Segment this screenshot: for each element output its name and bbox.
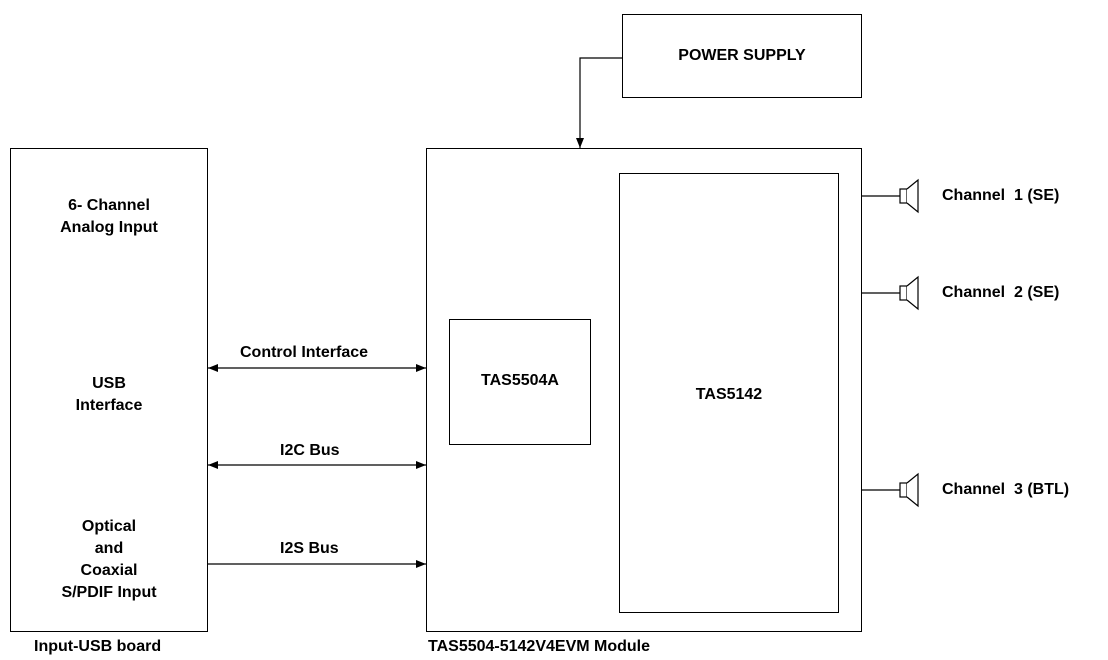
speaker-3-icon xyxy=(862,472,919,508)
usb-interface-block: USB Interface xyxy=(75,375,143,414)
evm-module-box: TAS5504A TAS5142 xyxy=(426,148,862,632)
i2s-bus-label: I2S Bus xyxy=(280,540,339,557)
speaker-2-icon xyxy=(862,275,919,311)
control-interface-label: Control Interface xyxy=(240,344,369,361)
tas5142-label: TAS5142 xyxy=(695,386,763,403)
power-arrow xyxy=(576,57,622,148)
i2c-bus-label: I2C Bus xyxy=(280,442,340,459)
tas5142-chip: TAS5142 xyxy=(619,173,839,613)
power-supply-label: POWER SUPPLY xyxy=(678,47,806,64)
input-board-box: 6- Channel Analog Input USB Interface Op… xyxy=(10,148,208,632)
tas5504a-chip: TAS5504A xyxy=(449,319,591,445)
evm-module-caption: TAS5504-5142V4EVM Module xyxy=(428,638,651,655)
power-supply-box: POWER SUPPLY xyxy=(622,14,862,98)
input-board-caption: Input-USB board xyxy=(34,638,162,655)
channel-2-label: Channel 2 (SE) xyxy=(942,284,1060,301)
spdif-input-block: Optical and Coaxial S/PDIF Input xyxy=(61,518,157,601)
tas5504a-label: TAS5504A xyxy=(481,372,559,389)
speaker-1-icon xyxy=(862,178,919,214)
channel-3-label: Channel 3 (BTL) xyxy=(942,481,1070,498)
channel-1-label: Channel 1 (SE) xyxy=(942,187,1060,204)
analog-input-block: 6- Channel Analog Input xyxy=(60,197,158,236)
